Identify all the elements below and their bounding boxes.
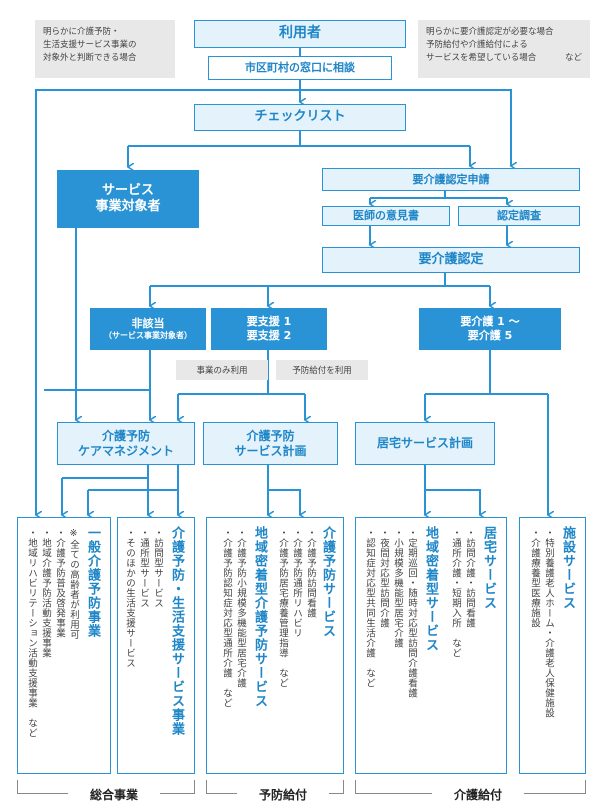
node-support: 要支援 1 要支援 2	[211, 308, 327, 350]
note-right-line-2: 予防給付や介護給付による	[426, 40, 528, 51]
column-care-home: 居宅サービス ・訪問介護・訪問看護 ・通所介護・短期入所 など 地域密着型サービ…	[355, 517, 507, 774]
node-pcm-line-2: ケアマネジメント	[77, 443, 174, 458]
column-general-title: 一般介護予防事業	[85, 526, 100, 638]
column-facility: 施設サービス ・特別養護老人ホーム・介護老人保健施設 ・介護療養型医療施設	[519, 517, 586, 774]
node-not-applicable-line-1: 非該当	[131, 317, 165, 331]
column-facility-item-1: ・特別養護老人ホーム・介護老人保健施設	[543, 528, 554, 718]
node-care-line-2: 要介護 5	[467, 329, 513, 342]
note-right-line-3: サービスを希望している場合	[426, 53, 537, 64]
note-project-only: 事業のみ利用	[176, 360, 268, 380]
column-general-prevention: 一般介護予防事業 ※全ての高齢者が利用可 ・介護予防普及啓発事業 ・地域介護予防…	[17, 517, 111, 774]
node-prevention-care-management: 介護予防 ケアマネジメント	[57, 422, 195, 465]
node-user: 利用者	[194, 20, 406, 48]
column-prevention-service-title: 介護予防サービス	[320, 526, 335, 638]
node-not-applicable: 非該当 （サービス事業対象者）	[90, 308, 206, 350]
column-home-service-title: 居宅サービス	[481, 526, 496, 610]
node-certification-survey: 認定調査	[458, 206, 580, 226]
note-right-line-1: 明らかに要介護認定が必要な場合	[426, 27, 554, 37]
column-community-prevention-item-2: ・介護予防認知症対応型通所介護 など	[221, 528, 232, 708]
note-right: 明らかに要介護認定が必要な場合 予防給付や介護給付による サービスを希望している…	[418, 20, 590, 78]
column-community-prevention-item-1: ・介護予防小規模多機能型居宅介護	[235, 528, 246, 688]
node-care-line-1: 要介護 1 ～	[460, 315, 520, 329]
node-not-applicable-line-2: （サービス事業対象者）	[104, 330, 192, 340]
column-community-prevention-title: 地域密着型介護予防サービス	[252, 526, 267, 708]
node-service-target-line-2: 事業対象者	[95, 199, 161, 214]
note-left-line-3: 対象外と判断できる場合	[43, 53, 137, 64]
column-community-service-item-1: ・定期巡回・随時対応型訪問介護看護	[406, 528, 417, 698]
node-consult: 市区町村の窓口に相談	[208, 56, 392, 80]
column-community-service-item-2: ・小規模多機能型居宅介護	[392, 528, 403, 648]
column-community-service-item-3: ・夜間対応型訪問介護	[378, 528, 389, 628]
column-home-service-item-2: ・通所介護・短期入所 など	[450, 528, 461, 658]
node-prevention-service-plan: 介護予防 サービス計画	[203, 422, 338, 465]
node-care: 要介護 1 ～ 要介護 5	[419, 308, 561, 350]
node-service-target-line-1: サービス	[101, 182, 154, 198]
column-prevention-service-item-1: ・介護予防訪問看護	[305, 528, 316, 618]
node-pcm-line-1: 介護予防	[101, 428, 150, 443]
node-checklist: チェックリスト	[194, 104, 406, 131]
column-facility-title: 施設サービス	[560, 526, 575, 610]
node-psp-line-1: 介護予防	[246, 428, 295, 443]
column-prevention-service-item-3: ・介護予防居宅療養管理指導 など	[277, 528, 288, 688]
node-support-line-2: 要支援 2	[246, 329, 292, 342]
column-facility-item-2: ・介護療養型医療施設	[529, 528, 540, 628]
column-general-item-4: ・地域リハビリテーション活動支援事業 など	[26, 528, 37, 738]
note-left-line-1: 明らかに介護予防・	[43, 27, 120, 37]
node-certification: 要介護認定	[322, 247, 580, 273]
node-psp-line-2: サービス計画	[234, 443, 307, 458]
column-prevention-benefit: 介護予防サービス ・介護予防訪問看護 ・介護予防通所リハビリ ・介護予防居宅療養…	[206, 517, 344, 774]
column-general-item-2: ・介護予防普及啓発事業	[54, 528, 65, 638]
note-left: 明らかに介護予防・ 生活支援サービス事業の 対象外と判断できる場合	[35, 20, 175, 78]
column-general-item-1: ※全ての高齢者が利用可	[68, 528, 79, 640]
column-lifesupport-item-2: ・通所型サービス	[138, 528, 149, 608]
label-general-project: 総合事業	[68, 786, 160, 803]
note-right-suffix: など	[564, 53, 582, 64]
label-care-benefit: 介護給付	[432, 786, 524, 803]
node-home-service-plan: 居宅サービス計画	[355, 422, 495, 465]
node-support-line-1: 要支援 1	[246, 315, 292, 329]
column-lifesupport-title: 介護予防・生活支援サービス事業	[169, 526, 184, 736]
column-lifesupport-item-1: ・訪問型サービス	[152, 528, 163, 608]
column-community-service-title: 地域密着型サービス	[423, 526, 438, 652]
label-prevention-benefit: 予防給付	[237, 786, 329, 803]
column-prevention-service-item-2: ・介護予防通所リハビリ	[291, 528, 302, 638]
column-community-service-item-4: ・認知症対応型共同生活介護 など	[364, 528, 375, 688]
column-general-item-3: ・地域介護予防活動支援事業	[40, 528, 51, 658]
node-doctor-opinion: 医師の意見書	[322, 206, 450, 226]
column-home-service-item-1: ・訪問介護・訪問看護	[464, 528, 475, 628]
column-lifesupport-item-3: ・そのほかの生活支援サービス	[124, 528, 135, 668]
node-application: 要介護認定申請	[322, 168, 580, 191]
note-left-line-2: 生活支援サービス事業の	[43, 40, 137, 51]
node-service-target: サービス 事業対象者	[57, 170, 199, 228]
note-use-prevention: 予防給付を利用	[276, 360, 368, 380]
column-lifesupport: 介護予防・生活支援サービス事業 ・訪問型サービス ・通所型サービス ・そのほかの…	[117, 517, 195, 774]
